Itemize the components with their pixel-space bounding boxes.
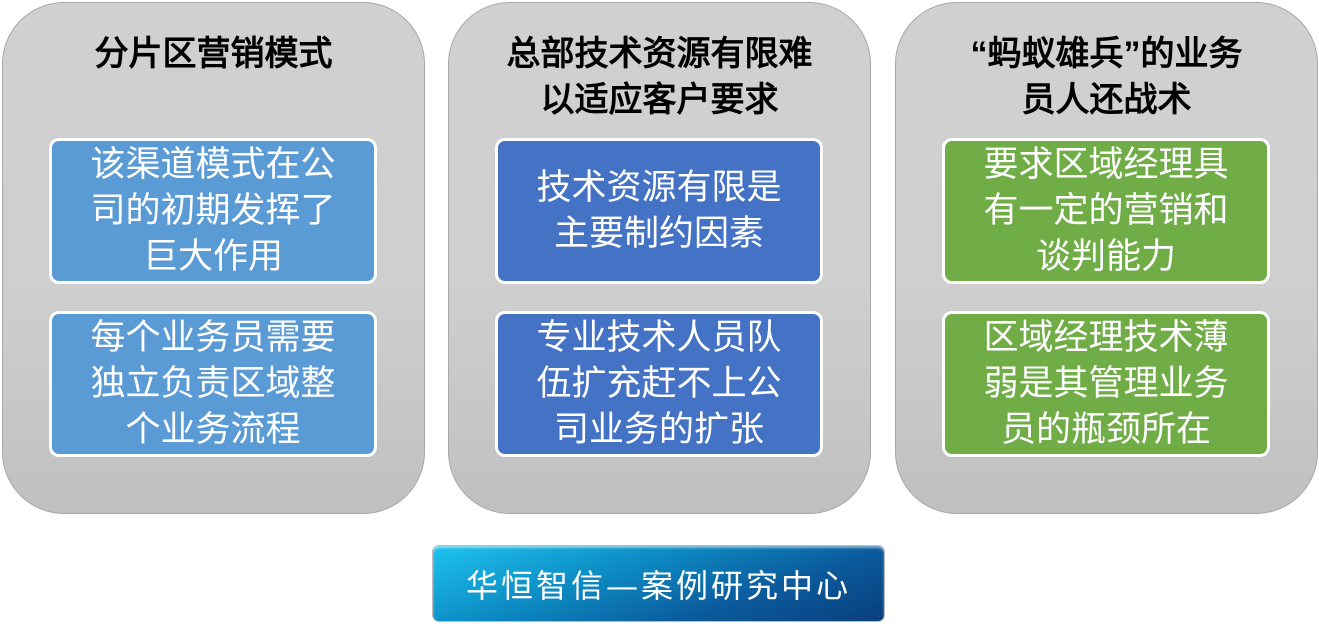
title-line: “蚂蚁雄兵”的业务 bbox=[970, 35, 1243, 73]
title-line: 以适应客户要求 bbox=[540, 81, 779, 119]
box-line: 司的初期发挥了 bbox=[90, 191, 336, 230]
column-panel-3: “蚂蚁雄兵”的业务 员人还战术 要求区域经理具 有一定的营销和 谈判能力 区域经… bbox=[895, 2, 1318, 514]
column-title: “蚂蚁雄兵”的业务 员人还战术 bbox=[896, 31, 1317, 123]
box-line: 要求区域经理具 bbox=[983, 145, 1229, 184]
column-panel-1: 分片区营销模式 该渠道模式在公 司的初期发挥了 巨大作用 每个业务员需要 独立负… bbox=[2, 2, 425, 514]
box-line: 伍扩充赶不上公 bbox=[536, 364, 782, 403]
box-line: 谈判能力 bbox=[1035, 237, 1176, 276]
box-line: 司业务的扩张 bbox=[553, 410, 764, 449]
point-box: 专业技术人员队 伍扩充赶不上公 司业务的扩张 bbox=[495, 311, 823, 457]
box-line: 主要制约因素 bbox=[553, 214, 764, 253]
column-title: 总部技术资源有限难 以适应客户要求 bbox=[449, 31, 870, 123]
box-line: 该渠道模式在公 bbox=[90, 145, 336, 184]
box-line: 独立负责区域整 bbox=[90, 364, 336, 403]
box-line: 巨大作用 bbox=[142, 237, 283, 276]
box-line: 有一定的营销和 bbox=[983, 191, 1229, 230]
box-line: 每个业务员需要 bbox=[90, 318, 336, 357]
box-line: 技术资源有限是 bbox=[536, 168, 782, 207]
banner-text: 华恒智信—案例研究中心 bbox=[465, 566, 851, 605]
box-line: 专业技术人员队 bbox=[536, 318, 782, 357]
title-line: 分片区营销模式 bbox=[94, 35, 333, 73]
point-box: 每个业务员需要 独立负责区域整 个业务流程 bbox=[49, 311, 377, 457]
point-box: 区域经理技术薄 弱是其管理业务 员的瓶颈所在 bbox=[942, 311, 1270, 457]
column-panel-2: 总部技术资源有限难 以适应客户要求 技术资源有限是 主要制约因素 专业技术人员队… bbox=[448, 2, 871, 514]
point-box: 该渠道模式在公 司的初期发挥了 巨大作用 bbox=[49, 138, 377, 284]
point-box: 技术资源有限是 主要制约因素 bbox=[495, 138, 823, 284]
box-line: 区域经理技术薄 bbox=[983, 318, 1229, 357]
box-line: 弱是其管理业务 bbox=[983, 364, 1229, 403]
column-title: 分片区营销模式 bbox=[3, 31, 424, 77]
box-line: 个业务流程 bbox=[125, 410, 301, 449]
point-box: 要求区域经理具 有一定的营销和 谈判能力 bbox=[942, 138, 1270, 284]
title-line: 员人还战术 bbox=[1021, 81, 1192, 119]
title-line: 总部技术资源有限难 bbox=[506, 35, 813, 73]
footer-banner: 华恒智信—案例研究中心 bbox=[433, 546, 884, 621]
box-line: 员的瓶颈所在 bbox=[1000, 410, 1211, 449]
